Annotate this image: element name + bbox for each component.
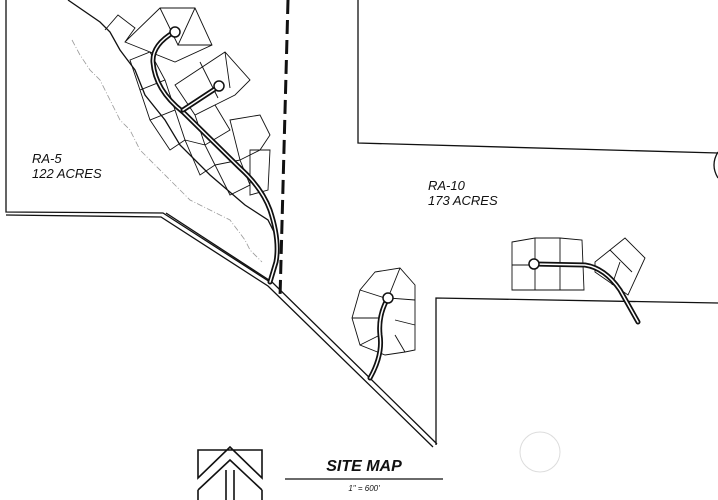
map-title: SITE MAP: [326, 458, 402, 475]
cul-de-sac: [382, 292, 394, 304]
parcel-label-ra5: RA-5 122 ACRES: [32, 151, 102, 181]
cul-de-sac: [528, 258, 540, 270]
area-label: 122 ACRES: [32, 166, 102, 181]
parcel-boundary-ra10: [357, 0, 718, 154]
cul-de-sac: [169, 26, 181, 38]
zone-label: RA-10: [428, 178, 465, 193]
zone-label: RA-5: [32, 151, 62, 166]
north-boundary: [67, 0, 279, 241]
lots-north: [104, 7, 271, 196]
parcel-boundary-ra5: [5, 0, 271, 283]
north-arrow-icon: [197, 445, 263, 500]
road-edge-outer: [5, 214, 434, 448]
road-middle: [367, 295, 391, 381]
adjacent-arc: [713, 151, 718, 179]
zoning-line: [278, 0, 290, 299]
road-edge-inner: [165, 212, 438, 445]
map-scale: 1" = 600': [348, 484, 380, 493]
faint-circle: [519, 431, 561, 473]
contour-line: [71, 39, 263, 263]
parcel-boundary-south: [435, 297, 718, 445]
parcel-label-ra10: RA-10 173 ACRES: [428, 178, 498, 208]
area-label: 173 ACRES: [428, 193, 498, 208]
cul-de-sac: [213, 80, 225, 92]
